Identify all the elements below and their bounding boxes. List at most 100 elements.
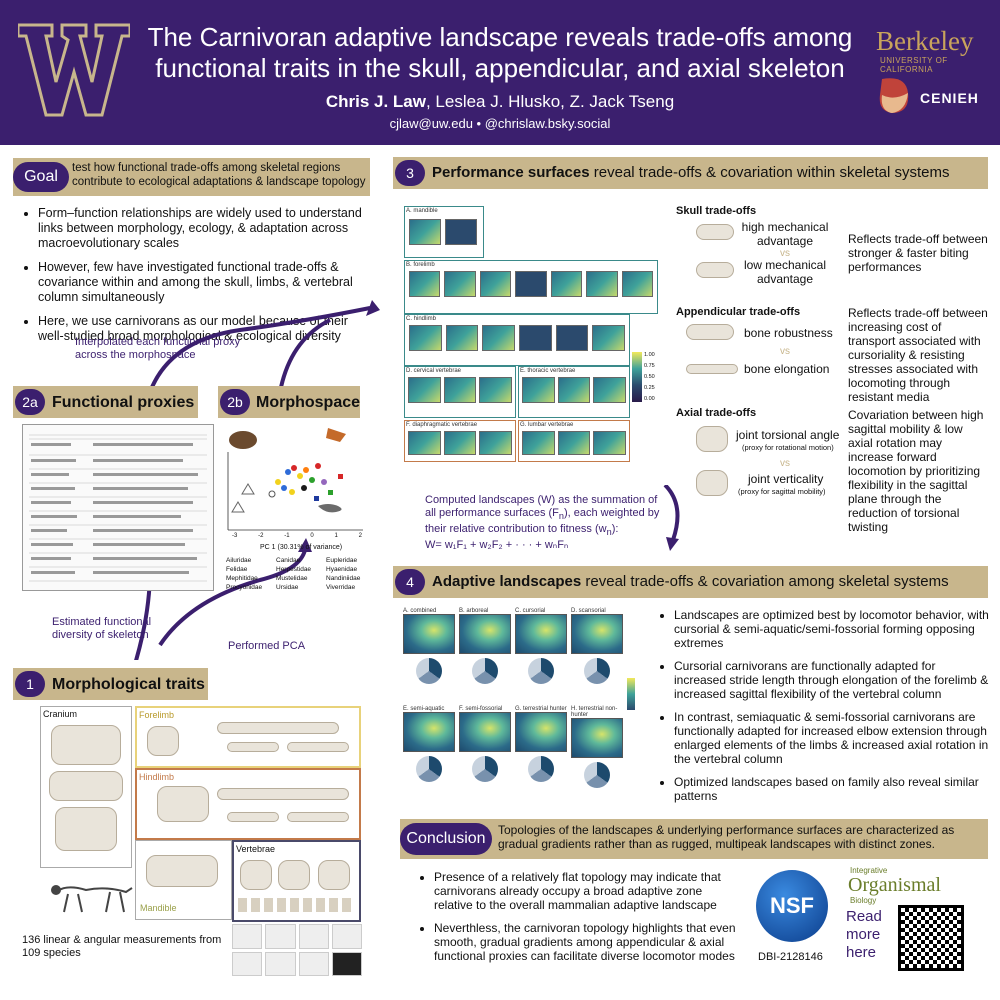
scale-label: 0.25: [644, 385, 655, 391]
appendicular-tradeoffs-title: Appendicular trade-offs: [676, 306, 801, 318]
museum-logo: [265, 924, 296, 949]
cenieh-logo-icon: [879, 78, 909, 113]
pie-chart: [472, 658, 498, 684]
skull-high-ma-image: [696, 224, 734, 240]
museum-logo: [331, 924, 362, 949]
vertebra-bone: [278, 860, 310, 890]
surface-tile: [479, 377, 513, 403]
landscape-map: [515, 614, 567, 654]
panel-diaphragmatic-label: F. diaphragmatic vertebrae: [406, 422, 478, 428]
section-4-title-rest: reveal trade-offs & covariation among sk…: [581, 573, 949, 590]
section-2a-badge: 2a: [15, 389, 45, 415]
skull-tradeoff-b: low mechanical advantage: [743, 258, 827, 286]
panel-mandible-label: A. mandible: [406, 208, 438, 214]
grant-number: DBI-2128146: [758, 951, 823, 963]
read-more-label: Read more here: [846, 908, 882, 961]
app-tradeoff-a: bone robustness: [744, 326, 833, 340]
surface-tile: [445, 219, 477, 245]
map-label: C. cursorial: [515, 608, 546, 614]
landscape-combined: A. combined: [403, 608, 455, 688]
table-lines: [29, 434, 207, 582]
skull-side-view: [49, 771, 123, 801]
note-interpolated: Interpolated each functional proxy acros…: [75, 336, 241, 361]
panel-diaphragmatic: F. diaphragmatic vertebrae: [404, 420, 516, 462]
tick-label: 0: [310, 533, 314, 539]
museum-logo: [265, 951, 296, 976]
legend-item: Herpestidae: [276, 566, 312, 573]
legend-item: Hyaenidae: [326, 566, 358, 573]
surface-tile: [482, 325, 516, 351]
surface-tile: [443, 377, 477, 403]
section-3-title: Performance surfaces reveal trade-offs &…: [432, 164, 949, 181]
lead-author: Chris J. Law: [325, 92, 426, 111]
qr-code[interactable]: [898, 905, 964, 971]
landscape-scansorial: D. scansorial: [571, 608, 623, 688]
section-2b-title: Morphospace: [256, 394, 361, 411]
museum-logo: [298, 951, 329, 976]
functional-proxies-table: [22, 424, 214, 591]
surface-tile: [443, 431, 477, 455]
legend-item: Felidae: [226, 566, 248, 573]
surface-tile: [522, 431, 555, 455]
map-label: D. scansorial: [571, 608, 606, 614]
goal-text: test how functional trade-offs among ske…: [72, 162, 366, 188]
landscape-terrestrial-non-hunter: H. terrestrial non-hunter: [571, 706, 623, 792]
header-banner: [0, 0, 1000, 145]
panel-hindlimb-label: C. hindlimb: [406, 316, 437, 322]
scale-label: 1.00: [644, 352, 655, 358]
skull-bottom-view: [55, 807, 117, 851]
contact[interactable]: cjlaw@uw.edu • @chrislaw.bsky.social: [389, 116, 611, 131]
section-4-title: Adaptive landscapes reveal trade-offs & …: [432, 573, 949, 590]
surface-tile: [522, 377, 555, 403]
hindlimb-label: Hindlimb: [139, 772, 175, 782]
landscape-map: [403, 712, 455, 752]
tick-label: -1: [284, 533, 290, 539]
mandible-panel: Mandible: [135, 840, 232, 920]
pie-chart: [584, 762, 610, 788]
uw-logo: [18, 23, 130, 117]
panel-lumbar: G. lumbar vertebrae: [518, 420, 630, 462]
note-estimated: Estimated functional diversity of skelet…: [52, 616, 152, 641]
skeleton-illustration: [51, 885, 133, 913]
app-tradeoff-desc: Reflects trade-off between increasing co…: [848, 306, 988, 404]
section-3-title-rest: reveal trade-offs & covariation within s…: [589, 164, 950, 181]
computed-text-c: ):: [611, 523, 619, 536]
vertical-vertebra-image: [696, 470, 728, 496]
legend-item: Nandiniidae: [326, 575, 361, 582]
landscape-color-scale: [627, 678, 635, 710]
panel-thoracic-label: E. thoracic vertebrae: [520, 368, 576, 374]
surface-tile: [593, 377, 627, 403]
pie-chart: [472, 756, 498, 782]
forelimb-panel: Forelimb: [135, 706, 361, 768]
section-4-badge: 4: [395, 569, 425, 595]
computed-text-a: Computed landscapes (W) as the summation…: [425, 494, 658, 519]
result-bullet: Cursorial carnivorans are functionally a…: [674, 659, 990, 701]
surface-tile: [555, 325, 589, 351]
cranium-label: Cranium: [43, 709, 78, 719]
tick-label: -2: [258, 533, 264, 539]
conclusion-bar: [400, 819, 988, 859]
panel-thoracic: E. thoracic vertebrae: [518, 366, 630, 418]
scapula-bone: [147, 726, 179, 756]
surface-tile: [409, 219, 441, 245]
result-bullet: Optimized landscapes based on family als…: [674, 775, 990, 803]
color-scale-labels: 1.00 0.75 0.50 0.25 0.00: [644, 350, 655, 405]
vertebra-bone: [318, 860, 350, 890]
axial-tradeoffs-title: Axial trade-offs: [676, 407, 757, 419]
results-bullets: Landscapes are optimized best by locomot…: [660, 608, 990, 812]
conclusion-bullet: Neverthless, the carnivoran topology hig…: [434, 921, 740, 963]
family-legend: Ailuridae Canidae Eupleridae Felidae Her…: [226, 556, 376, 592]
section-1-title: Morphological traits: [52, 676, 205, 693]
map-label: G. terrestrial hunter: [515, 706, 567, 712]
pie-chart: [584, 658, 610, 684]
museum-logos: [232, 924, 362, 976]
vertebrae-label: Vertebrae: [236, 844, 276, 854]
pie-chart: [416, 756, 442, 782]
landscape-arboreal: B. arboreal: [459, 608, 511, 688]
vertebrae-panel: Vertebrae: [232, 840, 361, 922]
authors: Chris J. Law, Leslea J. Hlusko, Z. Jack …: [135, 92, 865, 112]
section-1-badge: 1: [15, 671, 45, 697]
intro-bullet: However, few have investigated functiona…: [38, 260, 369, 305]
legend-item: Mephitidae: [226, 575, 258, 582]
metacarpal-bone: [227, 742, 279, 752]
